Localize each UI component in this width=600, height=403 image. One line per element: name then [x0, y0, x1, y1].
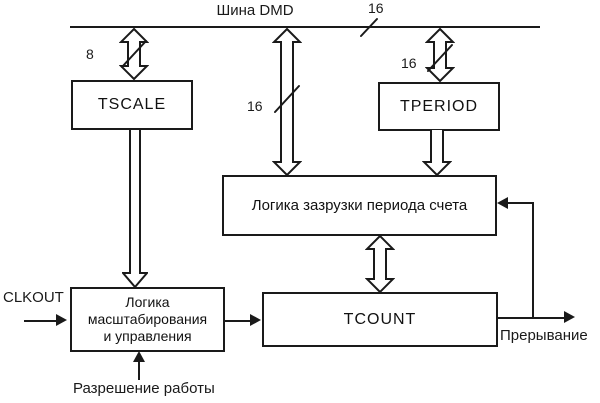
- load-tcount-arrow: [365, 235, 395, 293]
- load-logic-bus-arrow: [272, 28, 302, 176]
- clkout-arrowhead-icon: [56, 314, 67, 326]
- tperiod-label: TPERIOD: [399, 97, 479, 115]
- clkout-line: [24, 320, 58, 322]
- bus-width-slash: [360, 18, 378, 37]
- tcount-block: TCOUNT: [262, 292, 498, 347]
- feedback-horizontal-line: [507, 202, 534, 204]
- feedback-arrowhead-icon: [497, 197, 508, 209]
- feedback-vertical-line: [532, 203, 534, 319]
- tperiod-bus-arrow: [425, 28, 455, 82]
- tscale-bus-width-label: 8: [86, 46, 94, 62]
- clkout-label: CLKOUT: [3, 289, 64, 306]
- enable-line: [138, 360, 140, 380]
- tscale-label: TSCALE: [97, 96, 167, 113]
- interrupt-line: [496, 317, 566, 319]
- center-bus-width-label: 16: [247, 98, 263, 114]
- scaling-to-tcount-arrowhead-icon: [250, 314, 261, 326]
- load-logic-block: Логика зазрузки периода счета: [222, 175, 497, 236]
- bus-width-label: 16: [368, 0, 384, 16]
- enable-label: Разрешение работы: [73, 380, 215, 397]
- scaling-logic-label: Логика масштабирования и управления: [87, 294, 208, 344]
- interrupt-label: Прерывание: [500, 327, 588, 344]
- tperiod-block: TPERIOD: [378, 82, 500, 131]
- load-logic-label: Логика зазрузки периода счета: [251, 197, 468, 214]
- dmd-bus-line: [70, 26, 540, 28]
- tscale-block: TSCALE: [71, 80, 193, 130]
- tscale-bus-arrow: [119, 28, 149, 80]
- enable-arrowhead-icon: [133, 351, 145, 362]
- tperiod-bus-width-label: 16: [401, 55, 417, 71]
- tperiod-to-load-arrow: [422, 129, 452, 176]
- interrupt-arrowhead-icon: [564, 311, 575, 323]
- bus-label: Шина DMD: [216, 2, 294, 19]
- tscale-to-scaling-arrow: [122, 129, 148, 288]
- tcount-label: TCOUNT: [343, 310, 417, 328]
- scaling-to-tcount-line: [224, 320, 252, 322]
- scaling-logic-block: Логика масштабирования и управления: [70, 287, 225, 352]
